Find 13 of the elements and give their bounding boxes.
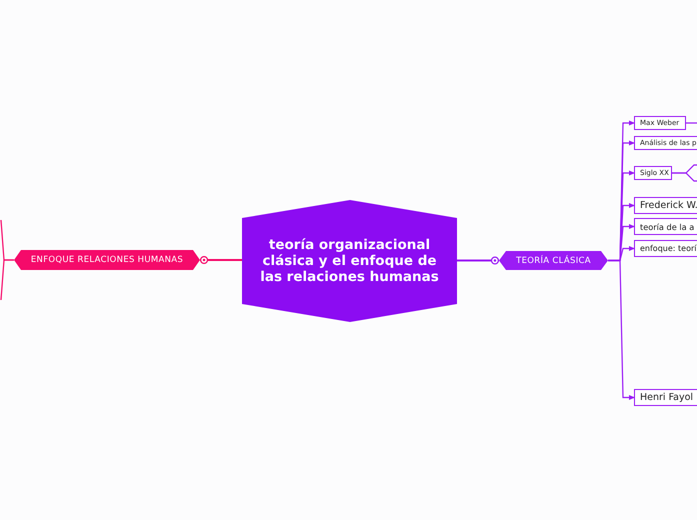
main-topic-box: ENFOQUE RELACIONES HUMANAS [14, 250, 200, 270]
connector-line [686, 122, 697, 124]
subtopic-box: Henri Fayol [634, 389, 697, 406]
connector-line [672, 172, 697, 182]
connector-line [608, 260, 635, 400]
subtopic-box: Frederick W. [634, 197, 697, 214]
connector-line [457, 256, 499, 265]
subtopic-box: teoría de la a [634, 218, 697, 235]
subtopic-box: enfoque: teorí [634, 240, 697, 257]
main-topic-box: TEORÍA CLÁSICA [499, 251, 608, 270]
connector-line [200, 256, 242, 264]
central-topic-hexagon: teoría organizacional clásica y el enfoque de las relaciones humanas [242, 200, 457, 322]
connector-line [0, 259, 14, 300]
